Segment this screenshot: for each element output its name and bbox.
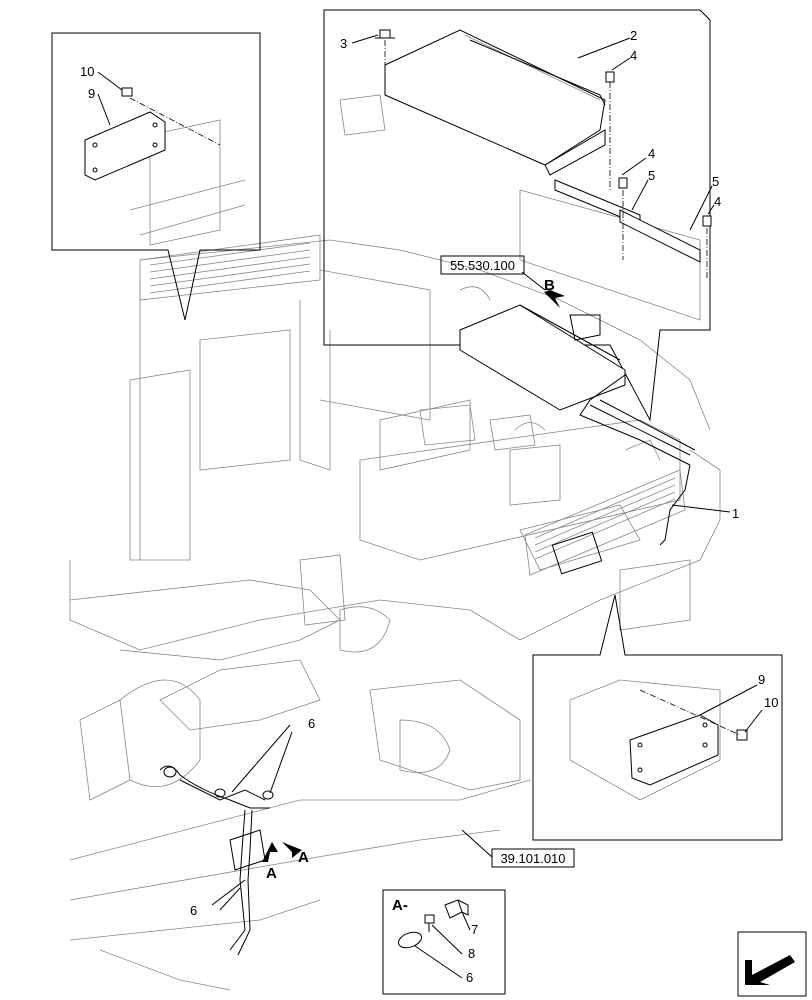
callout-1: 1 xyxy=(732,506,739,521)
bolt-10-right xyxy=(736,729,748,741)
callout-9-left: 9 xyxy=(88,86,95,101)
nut-4-right xyxy=(702,215,712,227)
view-letter-a-left: A xyxy=(266,865,277,882)
callout-9-right: 9 xyxy=(758,672,765,687)
bolt-10-left xyxy=(121,87,133,97)
machine-frame xyxy=(69,234,721,991)
callout-4-top: 4 xyxy=(630,48,637,63)
callout-10-right: 10 xyxy=(764,695,778,710)
callout-5-right: 5 xyxy=(712,174,719,189)
callout-4-mid: 4 xyxy=(648,146,655,161)
ref-box-bottom[interactable]: 39.101.010 xyxy=(491,848,575,868)
callout-3: 3 xyxy=(340,36,347,51)
lower-harness xyxy=(159,724,302,956)
wire-loop-6 xyxy=(397,931,423,949)
view-arrow-b xyxy=(544,290,565,308)
view-arrow-a-right xyxy=(282,842,302,858)
right-louvre-panel xyxy=(524,469,686,576)
callout-2: 2 xyxy=(630,28,637,43)
floor-plate xyxy=(384,29,606,166)
callout-6-lower: 6 xyxy=(190,903,197,918)
ref-box-top[interactable]: 55.530.100 xyxy=(440,255,525,275)
callout-6-detail: 6 xyxy=(466,970,473,985)
rail-right xyxy=(619,209,701,263)
view-letter-a-right: A xyxy=(298,849,309,866)
left-detail-box xyxy=(51,32,261,321)
upper-detail-box xyxy=(323,9,715,422)
callout-7: 7 xyxy=(471,922,478,937)
nut-4-mid xyxy=(618,177,628,189)
callout-4-right: 4 xyxy=(714,194,721,209)
nut-4-top xyxy=(605,71,615,83)
callout-5-mid: 5 xyxy=(648,168,655,183)
wiring-harness xyxy=(459,304,731,546)
screw-8 xyxy=(424,914,435,932)
view-letter-b: B xyxy=(544,277,555,294)
callout-6-upper: 6 xyxy=(308,716,315,731)
left-louvre-panel xyxy=(139,234,321,301)
view-arrow-a-left xyxy=(262,842,278,862)
lower-right-detail-box xyxy=(532,594,783,841)
ref-label-bottom: 39.101.010 xyxy=(500,851,565,866)
detail-a-box xyxy=(382,889,506,995)
callout-10-left: 10 xyxy=(80,64,94,79)
ref-label-top: 55.530.100 xyxy=(450,258,515,273)
clip-7 xyxy=(444,899,469,919)
detail-a-title: A- xyxy=(392,897,408,914)
cover-plate-9 xyxy=(84,111,166,181)
callout-8: 8 xyxy=(468,946,475,961)
navigation-arrow-icon[interactable] xyxy=(737,931,807,997)
access-cover-plate xyxy=(551,531,603,575)
cover-plate-9-right xyxy=(629,714,719,786)
screw-3 xyxy=(375,29,395,39)
